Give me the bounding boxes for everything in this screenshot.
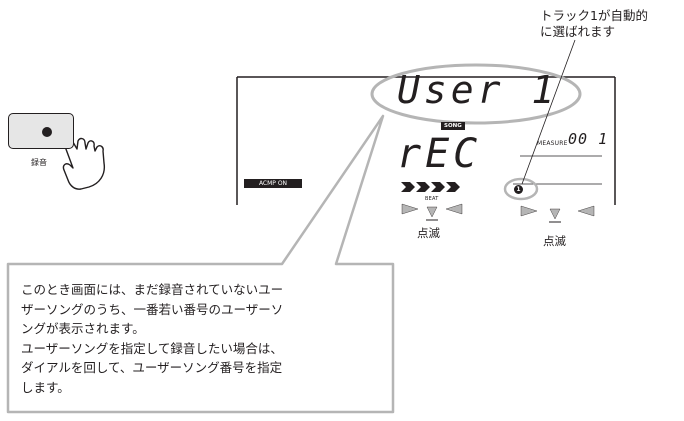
song-badge: SONG bbox=[441, 122, 465, 130]
song-name-highlight bbox=[370, 63, 582, 125]
record-button[interactable] bbox=[8, 113, 74, 149]
acmp-on-badge: ACMP ON bbox=[244, 179, 302, 188]
callout-line: このとき画面には、まだ録音されていないユー bbox=[21, 282, 284, 297]
annotation-leader bbox=[521, 39, 576, 185]
track-blink-label: 点滅 bbox=[543, 234, 566, 248]
lcd-frame bbox=[236, 76, 616, 205]
lcd-divider-lines bbox=[513, 155, 602, 185]
song-name-display: User 1 bbox=[397, 68, 559, 112]
beat-blink-arrows bbox=[401, 203, 463, 221]
callout-line: します。 bbox=[21, 379, 70, 395]
beat-chevrons bbox=[401, 182, 460, 192]
track-annotation-line1: トラック1が自動的 bbox=[540, 8, 648, 23]
beat-blink-label: 点滅 bbox=[417, 226, 440, 240]
callout-line: ザーソングのうち、一番若い番号のユーザーソ bbox=[21, 301, 284, 317]
record-button-label: 録音 bbox=[31, 158, 47, 167]
track-highlight bbox=[503, 177, 539, 201]
measure-label: MEASURE bbox=[537, 140, 568, 147]
track-annotation-line2: に選ばれます bbox=[540, 24, 616, 39]
measure-value: 00 1 bbox=[568, 130, 609, 148]
callout-line: ユーザーソングを指定して録音したい場合は、 bbox=[21, 340, 283, 356]
callout-line: ングが表示されます。 bbox=[21, 321, 145, 336]
track-annotation: トラック1が自動的 に選ばれます bbox=[540, 8, 648, 40]
callout-line: ダイアルを回して、ユーザーソング番号を指定 bbox=[21, 360, 283, 375]
callout-text: このとき画面には、まだ録音されていないユー ザーソングのうち、一番若い番号のユー… bbox=[21, 280, 377, 397]
track-1-indicator: 1 bbox=[514, 185, 523, 194]
beat-label: BEAT bbox=[425, 196, 439, 202]
rec-mode-display: rEC bbox=[397, 131, 482, 177]
track-blink-arrows bbox=[520, 205, 595, 223]
callout-box bbox=[6, 114, 395, 414]
record-dot-icon bbox=[42, 127, 52, 137]
